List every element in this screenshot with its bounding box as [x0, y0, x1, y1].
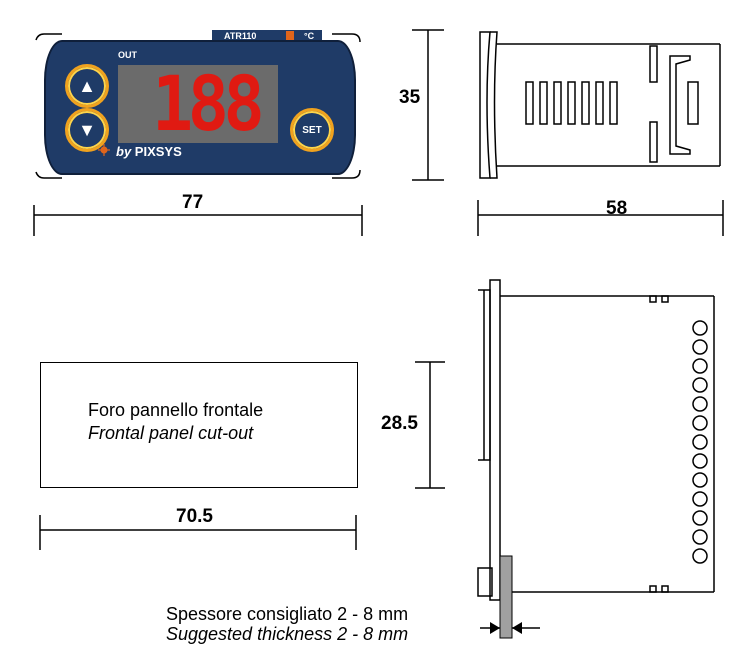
unit-label: °C — [304, 31, 315, 41]
dimension-line-front-height — [412, 29, 444, 181]
model-label: ATR110 — [224, 31, 257, 41]
brand-text: by PIXSYS — [116, 144, 182, 159]
display-window — [118, 65, 278, 143]
triangle-up-icon: ▲ — [78, 75, 96, 96]
cutout-caption-english: Frontal panel cut-out — [88, 423, 254, 443]
model-tag-accent — [286, 31, 294, 41]
front-bezel-outline — [35, 33, 361, 179]
set-button[interactable]: SET — [290, 108, 334, 152]
dim-front-height: 35 — [399, 87, 421, 108]
dimension-line-cutout-height — [415, 361, 445, 489]
dim-cutout-width: 70.5 — [176, 506, 213, 527]
down-button[interactable]: ▼ — [65, 108, 109, 152]
dimension-line-front-width — [33, 205, 363, 236]
dim-side-depth: 58 — [606, 198, 628, 219]
thickness-caption-english: Suggested thickness 2 - 8 mm — [166, 624, 409, 644]
thickness-caption-italian: Spessore consigliato 2 - 8 mm — [166, 604, 409, 624]
set-label: SET — [302, 124, 322, 136]
triangle-down-icon: ▼ — [78, 119, 96, 140]
brand-name: PIXSYS — [134, 144, 182, 159]
brand-logo-icon — [98, 144, 110, 156]
cutout-caption-italian: Foro pannello frontale — [88, 400, 264, 420]
display-digits: 188 — [152, 59, 265, 148]
up-button[interactable]: ▲ — [65, 64, 109, 108]
side-view-mounted — [477, 279, 715, 601]
dimension-line-side-depth — [477, 200, 724, 236]
mounting-panel-plate — [499, 555, 513, 639]
panel-cutout — [40, 362, 358, 488]
brand-by: by — [116, 144, 132, 159]
dim-front-width: 77 — [182, 192, 204, 213]
out-label: OUT — [118, 50, 137, 60]
dimension-line-cutout-width — [39, 515, 357, 550]
side-view-top — [479, 31, 721, 179]
dim-cutout-height: 28.5 — [381, 413, 418, 434]
model-tag: ATR110 °C — [212, 30, 322, 42]
